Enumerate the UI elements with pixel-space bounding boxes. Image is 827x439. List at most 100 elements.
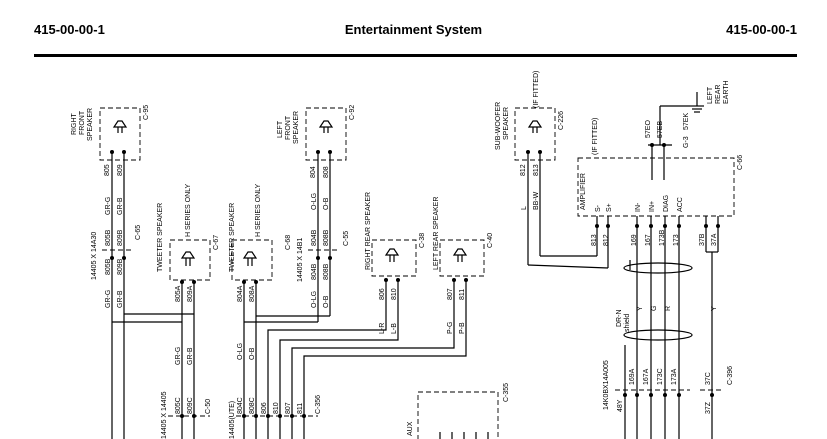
rf-label-2: FRONT [79,110,86,135]
rf-color-grg: GR-G [105,197,112,215]
bot-806: 806 [261,402,268,414]
amp-fitted: (IF FITTED) [592,118,599,155]
sub-speaker-box [514,107,556,161]
amp-conn-c396: C-396 [727,366,734,385]
tw-r-conn: C-67 [213,235,220,250]
earth-wire-57eo: 57EO [645,120,652,138]
lf-conn: C-92 [349,105,356,120]
tw-l-808a: 808A [249,285,256,302]
w-805b: 805B [105,258,112,275]
earth-id: G-3 [683,136,690,148]
sub-color-l: L [521,206,528,210]
amp-wire-37c: 37C [705,372,712,385]
splice-s1: 14405 X 14A30 [91,232,98,280]
lr-811: 811 [459,289,466,300]
rf-speaker-box [99,107,141,161]
rr-conn: C-38 [419,233,426,248]
harness-y2: Y [711,306,718,311]
page-number-left: 415-00-00-1 [34,22,105,37]
bottom-harness2: 14405(UTE) [229,401,236,439]
bot-805c: 805C [175,397,182,414]
rf-conn: C-95 [143,105,150,120]
bot-808c: 808C [249,397,256,414]
tw-l-label: TWEETER SPEAKER [229,203,236,272]
earth-wire-57eb: 57EB [657,121,664,138]
amp-wire-173: 173 [673,234,680,246]
tw-r-label: TWEETER SPEAKER [157,203,164,272]
lf-color-ob3: O-B [249,347,256,360]
tweeter-right: TWEETER SPEAKER H SERIES ONLY C-67 805A … [157,184,220,302]
amp-wire-813: 813 [591,234,598,246]
tw-l-conn: C-68 [285,235,292,250]
w-808b: 808B [323,263,330,280]
tw-l-804a: 804A [237,285,244,302]
earth-label-3: EARTH [723,80,730,104]
tw-r-809a: 809A [187,285,194,302]
amplifier-box [577,157,735,217]
amp-pin-diag: DIAG [663,195,670,212]
lf-color-olg2: O-LG [311,291,318,308]
aux-label: AUX [407,421,414,436]
amp-wire-167: 167 [645,234,652,246]
w-804b-top: 804B [311,229,318,246]
lf-label-3: SPEAKER [293,111,300,144]
amp-pin-s-minus: S- [595,204,602,212]
rr-color-lb: L-B [391,323,398,334]
rf-color-grb: GR-B [117,197,124,215]
bot-807: 807 [285,402,292,414]
tw-r-805a: 805A [175,285,182,302]
rf-wire-805: 805 [104,164,111,176]
lr-label: LEFT REAR SPEAKER [433,197,440,270]
bottom-harness1: 14405 X 14405 [161,391,168,439]
page-number-right: 415-00-00-1 [726,22,797,37]
header-rule [34,54,797,57]
amp-pin-in-plus: IN+ [649,201,656,212]
amplifier: (IF FITTED) AMPLIFIER C-66 S- S+ IN- IN+… [577,118,744,439]
amp-pin-acc: ACC [677,197,684,212]
subwoofer-speaker: SUB-WOOFER SPEAKER (IF FITTED) C-226 812… [495,71,565,176]
lr-color-pg: P-G [447,322,454,334]
aux-box [417,391,499,439]
amp-wire-167a: 167A [643,368,650,385]
amp-wire-173b: 173B [659,229,666,246]
left-rear-speaker: LEFT REAR SPEAKER C-40 807 811 P-G P-B [433,197,494,334]
amp-wire-812: 812 [603,234,610,246]
rf-color-grb2: GR-B [117,290,124,308]
lr-conn: C-40 [487,233,494,248]
earth-label-2: REAR [715,85,722,104]
w-805b-top: 805B [105,229,112,246]
lf-wire-804: 804 [310,166,317,178]
harness-shield: shield [624,314,631,332]
amp-wire-173c: 173C [657,368,664,385]
w-809b-top: 809B [117,229,124,246]
amp-wire-169a: 169A [629,368,636,385]
left-rear-earth: LEFT REAR EARTH 57EO 57EB 57EK G-3 [645,80,730,180]
bot-809c: 809C [187,397,194,414]
earth-wire-57ek: 57EK [683,113,690,130]
page-title: Entertainment System [344,22,483,37]
bottom-c356: C-356 [315,395,322,414]
lf-speaker-box [305,107,347,161]
rf-color-grb3: GR-B [187,347,194,365]
sub-wire-813: 813 [533,164,540,176]
sub-color-bbw: BB-W [533,191,540,210]
splice-c55: C-55 [343,231,350,246]
amp-conn: C-66 [737,155,744,170]
splice-s2: 14405 X 14B1 [297,238,304,282]
right-front-speaker: RIGHT FRONT SPEAKER C-95 805 809 [71,105,150,176]
rr-color-lr: L-R [379,323,386,334]
lf-label-1: LEFT [277,120,284,138]
left-front-speaker: LEFT FRONT SPEAKER C-92 804 808 [277,105,356,178]
splice-c65: C-65 [135,225,142,240]
amp-wire-48y: 48Y [617,399,624,412]
harness-y: Y [637,306,644,311]
lf-label-2: FRONT [285,115,292,140]
aux-conn: C-355 [503,383,510,402]
harness-g: G [651,306,658,311]
lf-color-ob: O-B [323,197,330,210]
lf-speaker-icon [318,120,334,128]
amp-wire-37b: 37B [699,233,706,246]
amp-wire-169: 169 [631,234,638,246]
sub-wire-812: 812 [520,164,527,176]
